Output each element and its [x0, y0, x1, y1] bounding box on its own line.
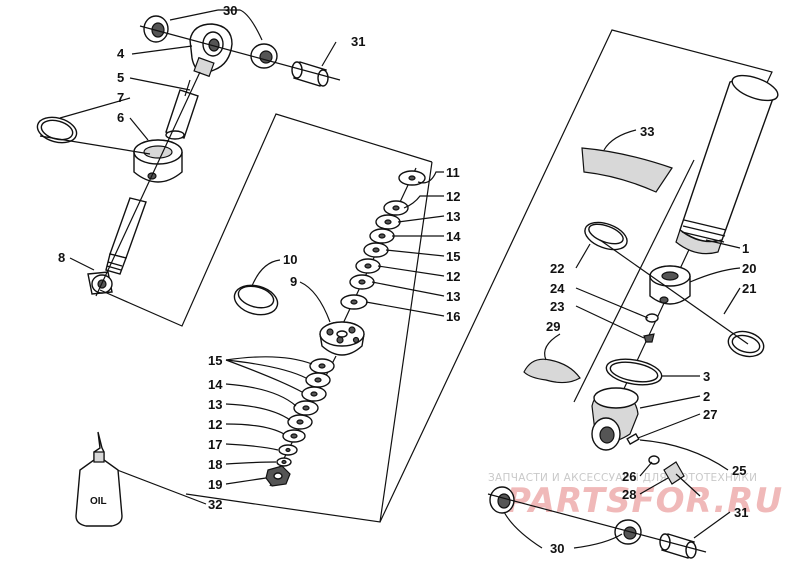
- label-30: 30: [223, 3, 237, 18]
- part-23-valve: [643, 333, 655, 343]
- label-26: 26: [622, 469, 636, 484]
- label-13: 13: [446, 209, 460, 224]
- part-30-bushing-bottom-right: [614, 519, 642, 545]
- label-14-c: 14: [208, 377, 223, 392]
- part-24-washer: [645, 313, 659, 323]
- part-30-bushing-top-right: [250, 43, 278, 69]
- part-31-sleeve-top: [291, 61, 329, 87]
- part-28-fitting: [663, 461, 701, 497]
- part-11-washer: [398, 170, 426, 186]
- label-4: 4: [117, 46, 125, 61]
- part-20-end-cap: [649, 265, 691, 305]
- part-16-shim: [340, 294, 368, 310]
- part-30-bushing-top-left: [143, 15, 169, 43]
- part-32-oil-bottle: OIL: [75, 431, 123, 527]
- label-2: 2: [703, 389, 710, 404]
- part-5-rod: [165, 79, 199, 140]
- part-31-sleeve-bottom: [659, 533, 697, 559]
- label-33: 33: [640, 124, 654, 139]
- label-32: 32: [208, 497, 222, 512]
- part-12-shim: [383, 200, 409, 216]
- label-14: 14: [446, 229, 461, 244]
- label-3: 3: [703, 369, 710, 384]
- part-33-decal: [581, 147, 673, 193]
- label-9: 9: [290, 274, 297, 289]
- label-12-c: 12: [208, 417, 222, 432]
- axis-bottom-eye: [487, 493, 707, 553]
- label-8: 8: [58, 250, 65, 265]
- label-28: 28: [622, 487, 636, 502]
- part-8-nut: [87, 271, 113, 295]
- label-18: 18: [208, 457, 222, 472]
- label-6: 6: [117, 110, 124, 125]
- part-7-o-ring: [36, 116, 78, 144]
- label-1: 1: [742, 241, 749, 256]
- part-9-piston: [319, 321, 365, 356]
- label-15: 15: [446, 249, 460, 264]
- part-4-rod-eye: [189, 23, 233, 78]
- label-31: 31: [351, 34, 365, 49]
- part-15-shim-c: [309, 358, 335, 374]
- part-15-shim: [363, 242, 389, 258]
- label-29: 29: [546, 319, 560, 334]
- part-13-shim: [375, 214, 401, 230]
- leaders-left: [39, 9, 337, 271]
- label-17: 17: [208, 437, 222, 452]
- part-1-shock-body: [675, 74, 779, 255]
- label-13-c: 13: [208, 397, 222, 412]
- label-30-b: 30: [550, 541, 564, 556]
- part-21-o-ring: [727, 330, 765, 358]
- part-22-ring: [584, 221, 628, 251]
- part-2-lower-eye: [591, 387, 639, 451]
- label-10: 10: [283, 252, 297, 267]
- part-13-shim-b: [349, 274, 375, 290]
- oil-bottle-label: OIL: [90, 496, 107, 507]
- part-14-shim: [369, 228, 395, 244]
- label-13-b: 13: [446, 289, 460, 304]
- part-29-bumper: [523, 358, 581, 384]
- watermark-logo: PARTSFOR.RU: [506, 481, 783, 521]
- label-11: 11: [446, 165, 460, 180]
- label-16: 16: [446, 309, 460, 324]
- label-31-b: 31: [734, 505, 748, 520]
- label-20: 20: [742, 261, 756, 276]
- label-5: 5: [117, 70, 124, 85]
- part-27-pin: [626, 432, 640, 446]
- label-21: 21: [742, 281, 756, 296]
- label-22: 22: [550, 261, 564, 276]
- label-15-c: 15: [208, 353, 222, 368]
- group-outline-left: [99, 113, 433, 327]
- callout-labels: 30 4 31 5 7 6 8 11 12 13 14 15 12 13 16 …: [58, 3, 756, 556]
- watermark-caption: ЗАПЧАСТИ И АКСЕССУАРЫ ДЛЯ МОТОТЕХНИКИ: [488, 472, 757, 484]
- part-18-washer: [276, 457, 292, 467]
- part-6-seal-head: [133, 139, 183, 183]
- part-12-shim-c: [282, 429, 306, 443]
- label-24: 24: [550, 281, 565, 296]
- part-14-shim-c: [293, 400, 319, 416]
- part-15-shim-e: [301, 386, 327, 402]
- part-3-o-ring: [605, 358, 663, 386]
- label-12-b: 12: [446, 269, 460, 284]
- label-27: 27: [703, 407, 717, 422]
- label-25: 25: [732, 463, 746, 478]
- part-19-nut: [265, 465, 291, 487]
- part-17-shim: [278, 444, 298, 456]
- part-15-shim-d: [305, 372, 331, 388]
- upper-eye-assembly: [36, 15, 341, 297]
- label-19: 19: [208, 477, 222, 492]
- label-23: 23: [550, 299, 564, 314]
- group-outline-right: [379, 29, 773, 523]
- part-26-washer: [648, 455, 660, 465]
- leaders-center: [111, 171, 445, 505]
- label-12: 12: [446, 189, 460, 204]
- part-10-piston-ring: [233, 284, 279, 316]
- part-12-shim-b: [355, 258, 381, 274]
- leaders-right: [503, 129, 749, 549]
- label-7: 7: [117, 90, 124, 105]
- shim-stack-upper: [339, 167, 426, 331]
- part-13-shim-c: [287, 414, 313, 430]
